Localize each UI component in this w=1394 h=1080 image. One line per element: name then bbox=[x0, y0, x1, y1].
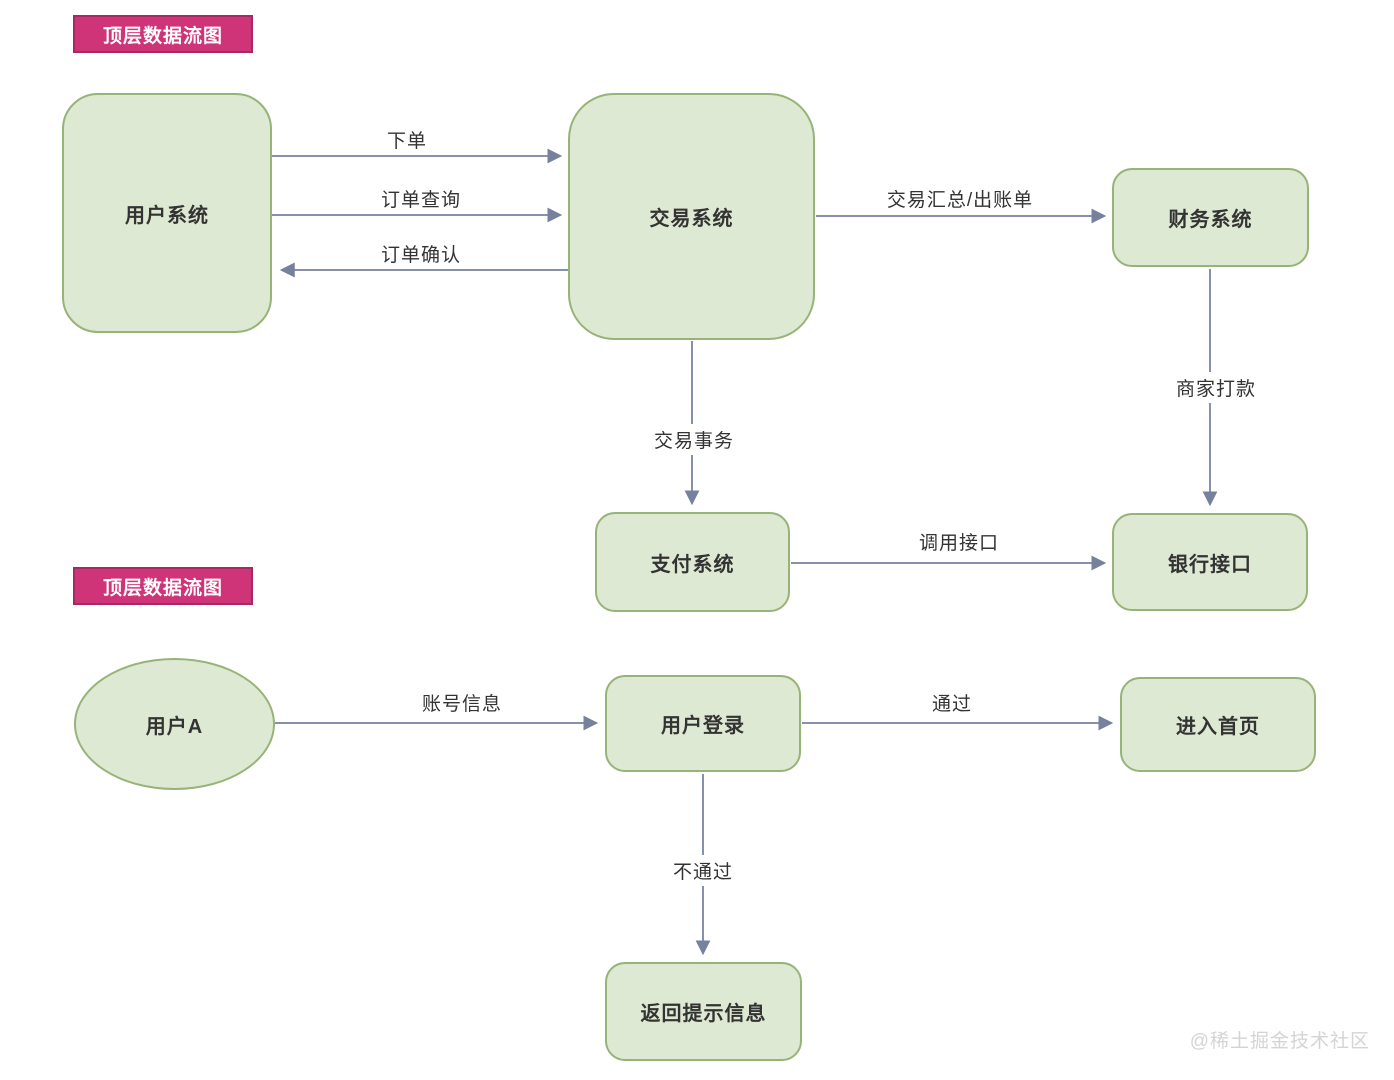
node-finance-system: 财务系统 bbox=[1112, 168, 1309, 267]
node-user-login: 用户登录 bbox=[605, 675, 801, 772]
node-user-a: 用户A bbox=[74, 658, 275, 790]
edge-label-pass: 通过 bbox=[931, 694, 973, 715]
edge-label-call-interface: 调用接口 bbox=[918, 533, 1000, 554]
diagram1-title-badge: 顶层数据流图 bbox=[73, 15, 253, 53]
edge-label-order-confirm: 订单确认 bbox=[380, 245, 462, 266]
node-enter-home: 进入首页 bbox=[1120, 677, 1316, 772]
edge-label-order-query: 订单查询 bbox=[380, 190, 462, 211]
edge-label-place-order: 下单 bbox=[386, 131, 428, 152]
edge-label-merchant-payment: 商家打款 bbox=[1169, 372, 1263, 403]
node-bank-interface: 银行接口 bbox=[1112, 513, 1308, 611]
edge-label-fail: 不通过 bbox=[666, 855, 740, 886]
edge-label-account-info: 账号信息 bbox=[421, 694, 503, 715]
edge-label-trade-summary: 交易汇总/出账单 bbox=[886, 190, 1034, 211]
node-user-system: 用户系统 bbox=[62, 93, 272, 333]
node-trade-system: 交易系统 bbox=[568, 93, 815, 340]
watermark: @稀土掘金技术社区 bbox=[1189, 1031, 1370, 1052]
node-payment-system: 支付系统 bbox=[595, 512, 790, 612]
diagram2-title-badge: 顶层数据流图 bbox=[73, 567, 253, 605]
edge-label-trade-affair: 交易事务 bbox=[647, 424, 741, 455]
node-return-message: 返回提示信息 bbox=[605, 962, 802, 1061]
